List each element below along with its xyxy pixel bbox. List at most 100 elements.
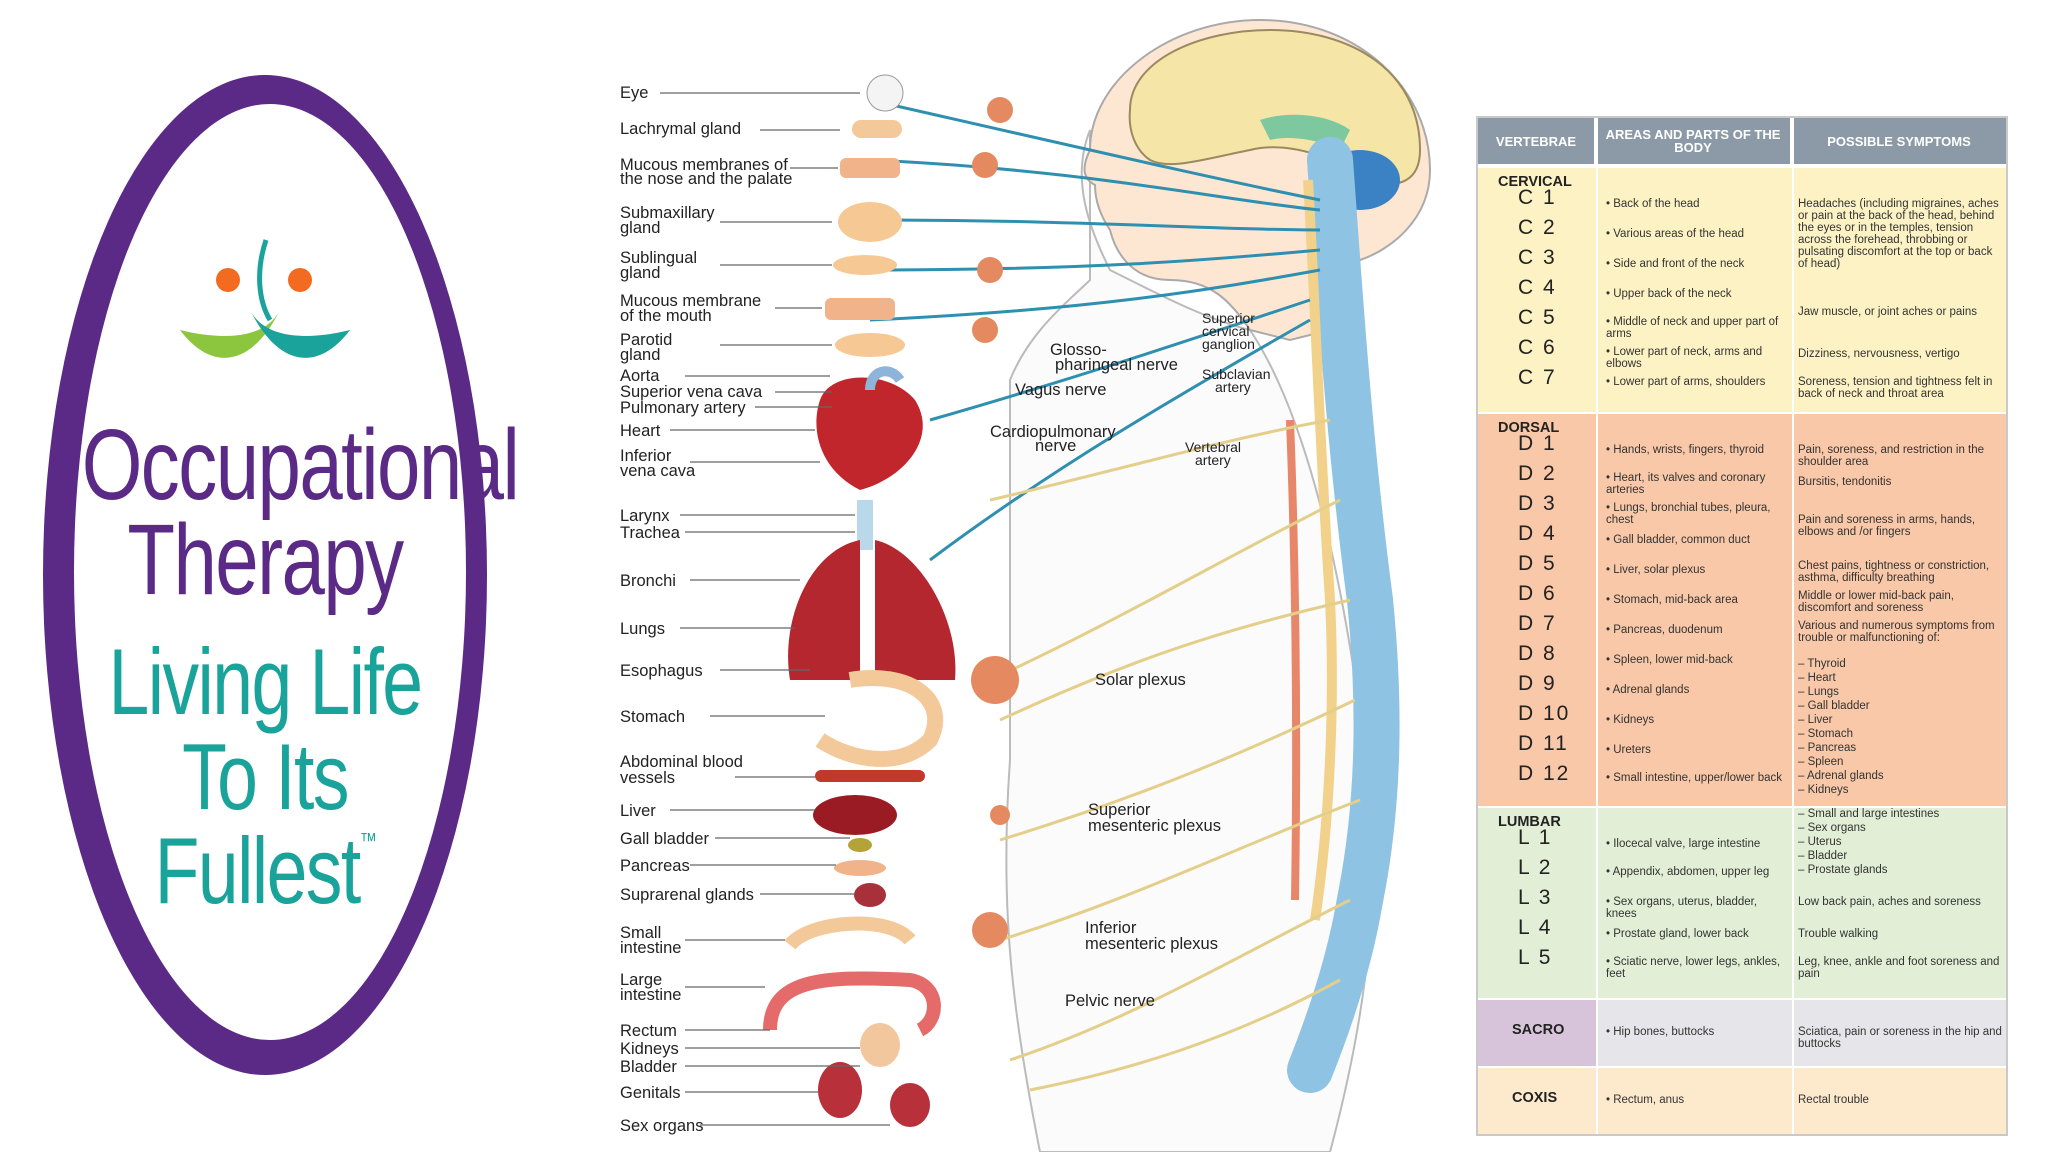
kidney-organ	[860, 1023, 900, 1067]
label-glossopharingeal-1: Glosso-	[1050, 341, 1107, 359]
symptom-text: – Stomach	[1798, 728, 1853, 740]
area-text: Ilocecal valve, large intestine	[1606, 838, 1788, 850]
area-text: Hands, wrists, fingers, thyroid	[1606, 444, 1788, 456]
symptom-text: – Prostate glands	[1798, 864, 1888, 876]
figure-center-stroke	[257, 239, 273, 322]
label-small-intestine-2: intestine	[620, 939, 682, 957]
label-inferior-mesenteric-2: mesenteric plexus	[1085, 935, 1218, 953]
occupational-therapy-logo: Occupational Therapy Living Life To Its …	[30, 60, 520, 1090]
sympathetic-fibers	[989, 418, 1361, 1092]
vertebra-label: L 5	[1518, 946, 1553, 969]
symptom-text: – Heart	[1798, 672, 1836, 684]
label-bladder: Bladder	[620, 1058, 677, 1076]
vertebra-label: D 1	[1518, 432, 1557, 455]
vertebra-label: D 10	[1518, 702, 1571, 725]
sex-organ	[890, 1083, 930, 1127]
symptom-text: – Uterus	[1798, 836, 1842, 848]
symptom-text: Jaw muscle, or joint aches or pains	[1798, 306, 1977, 318]
eye-organ	[866, 74, 904, 112]
label-bronchi: Bronchi	[620, 572, 676, 590]
label-submaxillary-2: gland	[620, 219, 661, 237]
symptom-text: – Spleen	[1798, 756, 1844, 768]
area-text: Stomach, mid-back area	[1606, 594, 1788, 606]
vertebra-label: D 2	[1518, 462, 1557, 485]
label-lachrymal-gland: Lachrymal gland	[620, 120, 742, 138]
label-inferior-vena-cava-2: vena cava	[620, 462, 696, 480]
vertebra-label: L 3	[1518, 886, 1553, 909]
region-title: CERVICAL	[1498, 174, 1572, 190]
label-pancreas: Pancreas	[620, 857, 690, 875]
label-subclavian-2: artery	[1215, 379, 1251, 395]
header-areas: AREAS AND PARTS OF THE BODY	[1596, 118, 1792, 164]
ganglion-2	[972, 152, 998, 178]
vertebra-label: D 7	[1518, 612, 1557, 635]
vertebra-label: D 3	[1518, 492, 1557, 515]
area-text: Lower part of neck, arms and elbows	[1606, 346, 1788, 370]
vertebra-label: L 4	[1518, 916, 1553, 939]
label-larynx: Larynx	[620, 507, 670, 525]
figure-left-body	[180, 310, 280, 358]
area-text: Heart, its valves and coronary arteries	[1606, 472, 1788, 496]
label-superior-cervical-3: ganglion	[1202, 336, 1255, 352]
logo-line-therapy: Therapy	[127, 504, 404, 616]
vertebra-label: D 6	[1518, 582, 1557, 605]
solar-plexus-ganglion	[971, 656, 1019, 704]
area-text: Various areas of the head	[1606, 228, 1788, 240]
ganglion-4	[972, 317, 998, 343]
area-text: Upper back of the neck	[1606, 288, 1788, 300]
label-large-intestine-1: Large	[620, 971, 663, 989]
figure-left-head	[216, 268, 240, 292]
symptom-text: – Bladder	[1798, 850, 1848, 862]
symptom-text: – Sex organs	[1798, 822, 1866, 834]
submaxillary-gland-organ	[838, 202, 902, 242]
symptom-text: – Kidneys	[1798, 784, 1849, 796]
label-sublingual-1: Sublingual	[620, 249, 698, 267]
vertebra-label: D 5	[1518, 552, 1557, 575]
symptom-text: Headaches (including migraines, aches or…	[1798, 198, 1999, 270]
nerve-fibers	[869, 98, 1321, 562]
area-text: Small intestine, upper/lower back	[1606, 772, 1788, 784]
vertebra-label: D 12	[1518, 762, 1571, 785]
label-stomach: Stomach	[620, 708, 686, 726]
region-title: COXIS	[1512, 1090, 1558, 1106]
label-suprarenal-glands: Suprarenal glands	[620, 886, 754, 904]
label-eye: Eye	[620, 84, 649, 102]
label-genitals: Genitals	[620, 1084, 681, 1102]
spinal-column	[1287, 137, 1400, 1093]
label-aorta: Aorta	[620, 367, 660, 385]
logo-line-occupational: Occupational	[81, 409, 520, 521]
small-intestine-organ	[784, 916, 916, 950]
symptom-text: – Small and large intestines	[1798, 808, 1940, 820]
label-superior-cervical-1: Superior	[1202, 310, 1255, 326]
label-esophagus: Esophagus	[620, 662, 703, 680]
gall-bladder-organ	[848, 838, 872, 852]
symptom-text: – Thyroid	[1798, 658, 1846, 670]
mouth-membrane-organ	[825, 298, 895, 320]
symptom-text: Rectal trouble	[1798, 1094, 1869, 1106]
ganglion-1	[987, 97, 1013, 123]
vertebrae-symptoms-table: VERTEBRAE AREAS AND PARTS OF THE BODY PO…	[1476, 116, 2008, 1136]
region-dorsal: DORSAL D 1 D 2 D 3 D 4 D 5 D 6 D 7 D 8 D…	[1478, 414, 2006, 806]
label-glossopharingeal-2: pharingeal nerve	[1055, 356, 1178, 374]
nervous-system-diagram: Eye Lachrymal gland Mucous membranes of …	[570, 0, 1470, 1152]
area-text: Pancreas, duodenum	[1606, 624, 1788, 636]
superior-mesenteric-ganglion	[990, 805, 1010, 825]
region-title: DORSAL	[1498, 420, 1560, 436]
symptom-text: Dizziness, nervousness, vertigo	[1798, 348, 1960, 360]
label-inferior-vena-cava-1: Inferior	[620, 447, 672, 465]
symptom-text: – Pancreas	[1798, 742, 1857, 754]
column-divider	[1792, 118, 1794, 1134]
label-cardiopulmonary-1: Cardiopulmonary	[990, 423, 1116, 441]
vertebra-label: L 2	[1518, 856, 1553, 879]
symptom-text: – Liver	[1798, 714, 1833, 726]
logo-ring-inner	[74, 104, 466, 1040]
area-text: Ureters	[1606, 744, 1788, 756]
symptom-text: Trouble walking	[1798, 928, 1879, 940]
label-superior-cervical-2: cervical	[1202, 323, 1250, 339]
sublingual-gland-organ	[833, 255, 897, 275]
area-text: Liver, solar plexus	[1606, 564, 1788, 576]
trachea-organ	[857, 500, 873, 550]
label-gall-bladder: Gall bladder	[620, 830, 709, 848]
large-intestine-organ	[763, 971, 941, 1037]
logo-line-to-its-fullest: To Its Fullest™	[82, 730, 449, 918]
